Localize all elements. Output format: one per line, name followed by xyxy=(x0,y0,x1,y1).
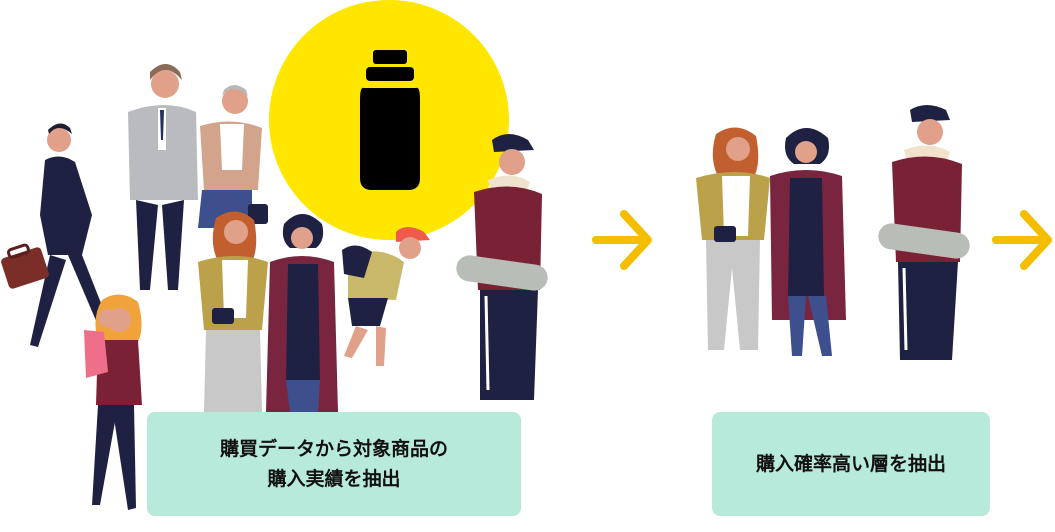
arrow-right-icon xyxy=(592,210,652,270)
person-woman-mustard-right xyxy=(696,127,770,350)
person-skater-left xyxy=(456,134,548,400)
arrow-right-icon xyxy=(992,210,1052,270)
person-businessman xyxy=(1,123,110,347)
caption-line: 購入確率高い層を抽出 xyxy=(755,453,946,475)
person-skater-right xyxy=(878,105,970,360)
caption-line: 購入実績を抽出 xyxy=(267,468,401,490)
product-highlight xyxy=(269,0,509,240)
person-older-woman xyxy=(198,85,268,228)
caption-extract-high-probability-segment: 購入確率高い層を抽出 xyxy=(712,412,990,516)
bottle-icon xyxy=(360,50,420,190)
person-grey-suit xyxy=(128,64,198,290)
caption-text: 購入確率高い層を抽出 xyxy=(756,449,946,479)
caption-line: 購買データから対象商品の xyxy=(219,438,448,460)
person-woman-maroon xyxy=(266,214,338,412)
person-bending-boy xyxy=(342,227,430,366)
caption-text: 購買データから対象商品の 購入実績を抽出 xyxy=(220,434,448,494)
person-woman-maroon-right xyxy=(770,128,846,356)
person-woman-mustard xyxy=(198,211,268,412)
person-mother-child xyxy=(84,294,142,510)
caption-extract-purchase-history: 購買データから対象商品の 購入実績を抽出 xyxy=(147,412,521,516)
